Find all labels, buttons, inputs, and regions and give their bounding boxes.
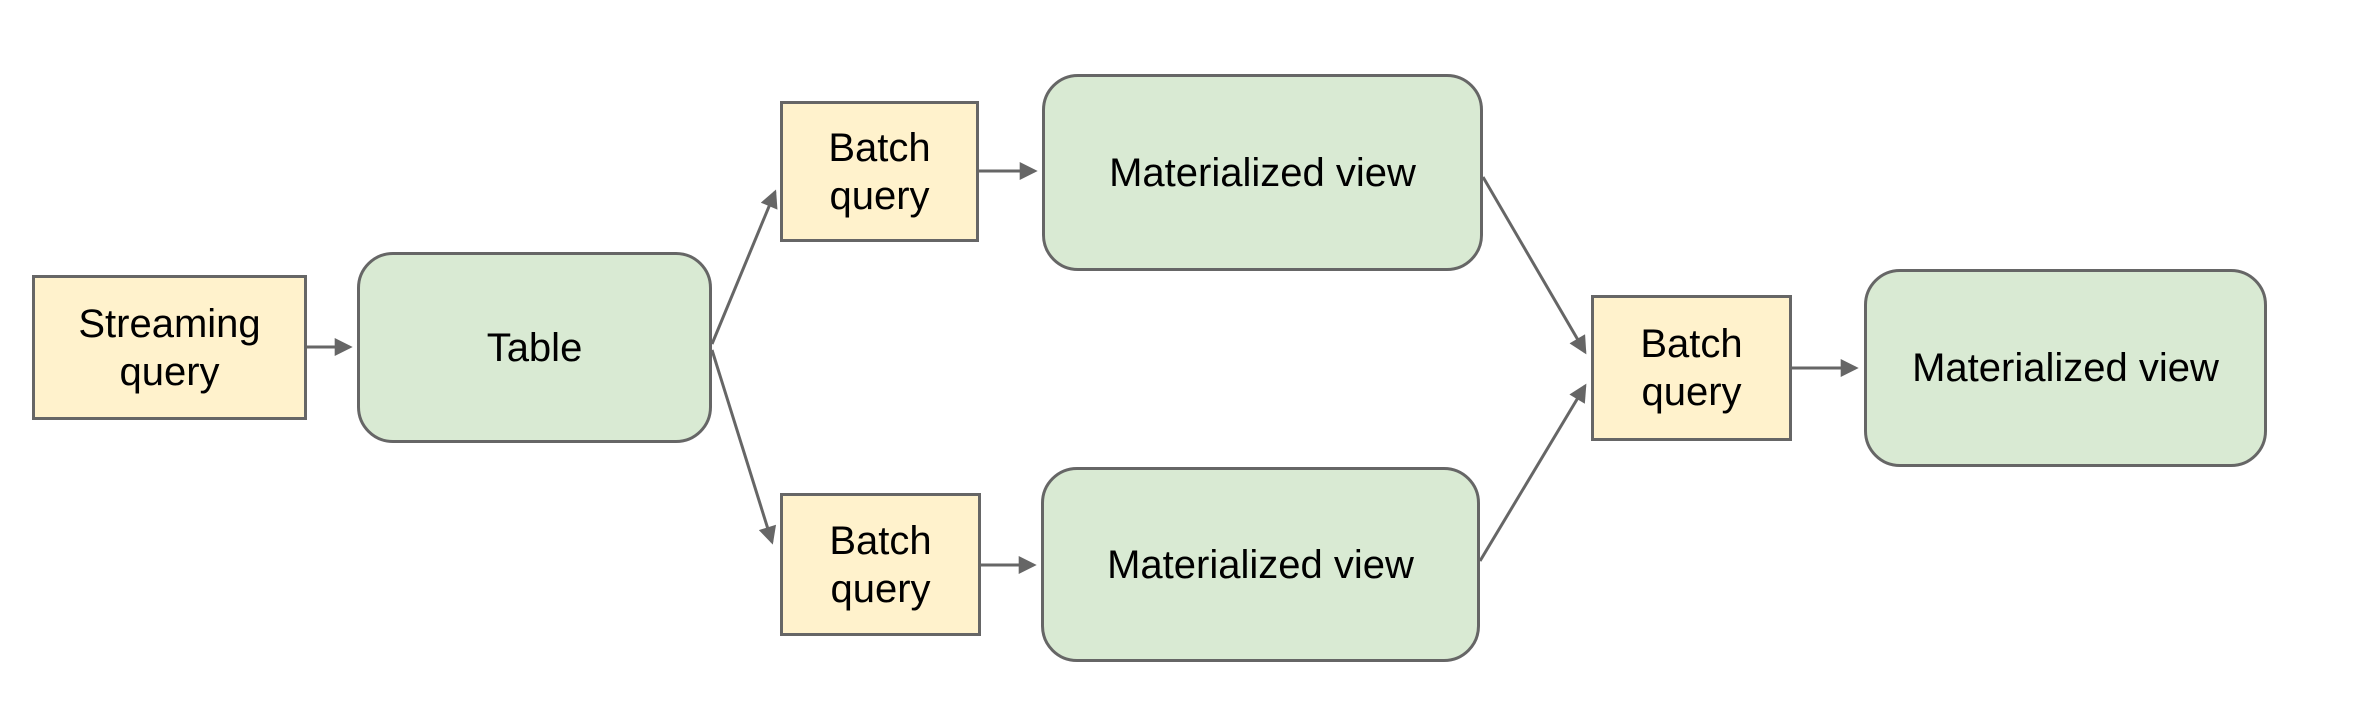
node-label: Materialized view: [1109, 150, 1416, 195]
node-label: Materialized view: [1912, 346, 2219, 390]
edge-table-to-batch-query-bottom: [710, 349, 777, 545]
node-batch-query-top: Batch query: [780, 101, 979, 242]
node-mv-bottom: Materialized view: [1041, 467, 1480, 662]
edge-mv-top-to-batch-query-final: [1481, 176, 1587, 355]
node-label: Materialized view: [1107, 542, 1414, 587]
node-label: Batch query: [1640, 322, 1743, 414]
node-label: Streaming query: [78, 301, 261, 394]
node-label: Batch query: [828, 125, 931, 218]
node-label: Table: [486, 325, 583, 370]
node-batch-query-final: Batch query: [1591, 295, 1792, 441]
edge-mv-bottom-to-batch-query-final: [1478, 383, 1587, 562]
node-batch-query-bottom: Batch query: [780, 493, 981, 636]
node-table: Table: [357, 252, 712, 443]
node-mv-top: Materialized view: [1042, 74, 1483, 271]
node-mv-final: Materialized view: [1864, 269, 2267, 467]
node-label: Batch query: [829, 518, 932, 611]
edge-table-to-batch-query-top: [710, 189, 778, 345]
node-streaming-query: Streaming query: [32, 275, 307, 420]
